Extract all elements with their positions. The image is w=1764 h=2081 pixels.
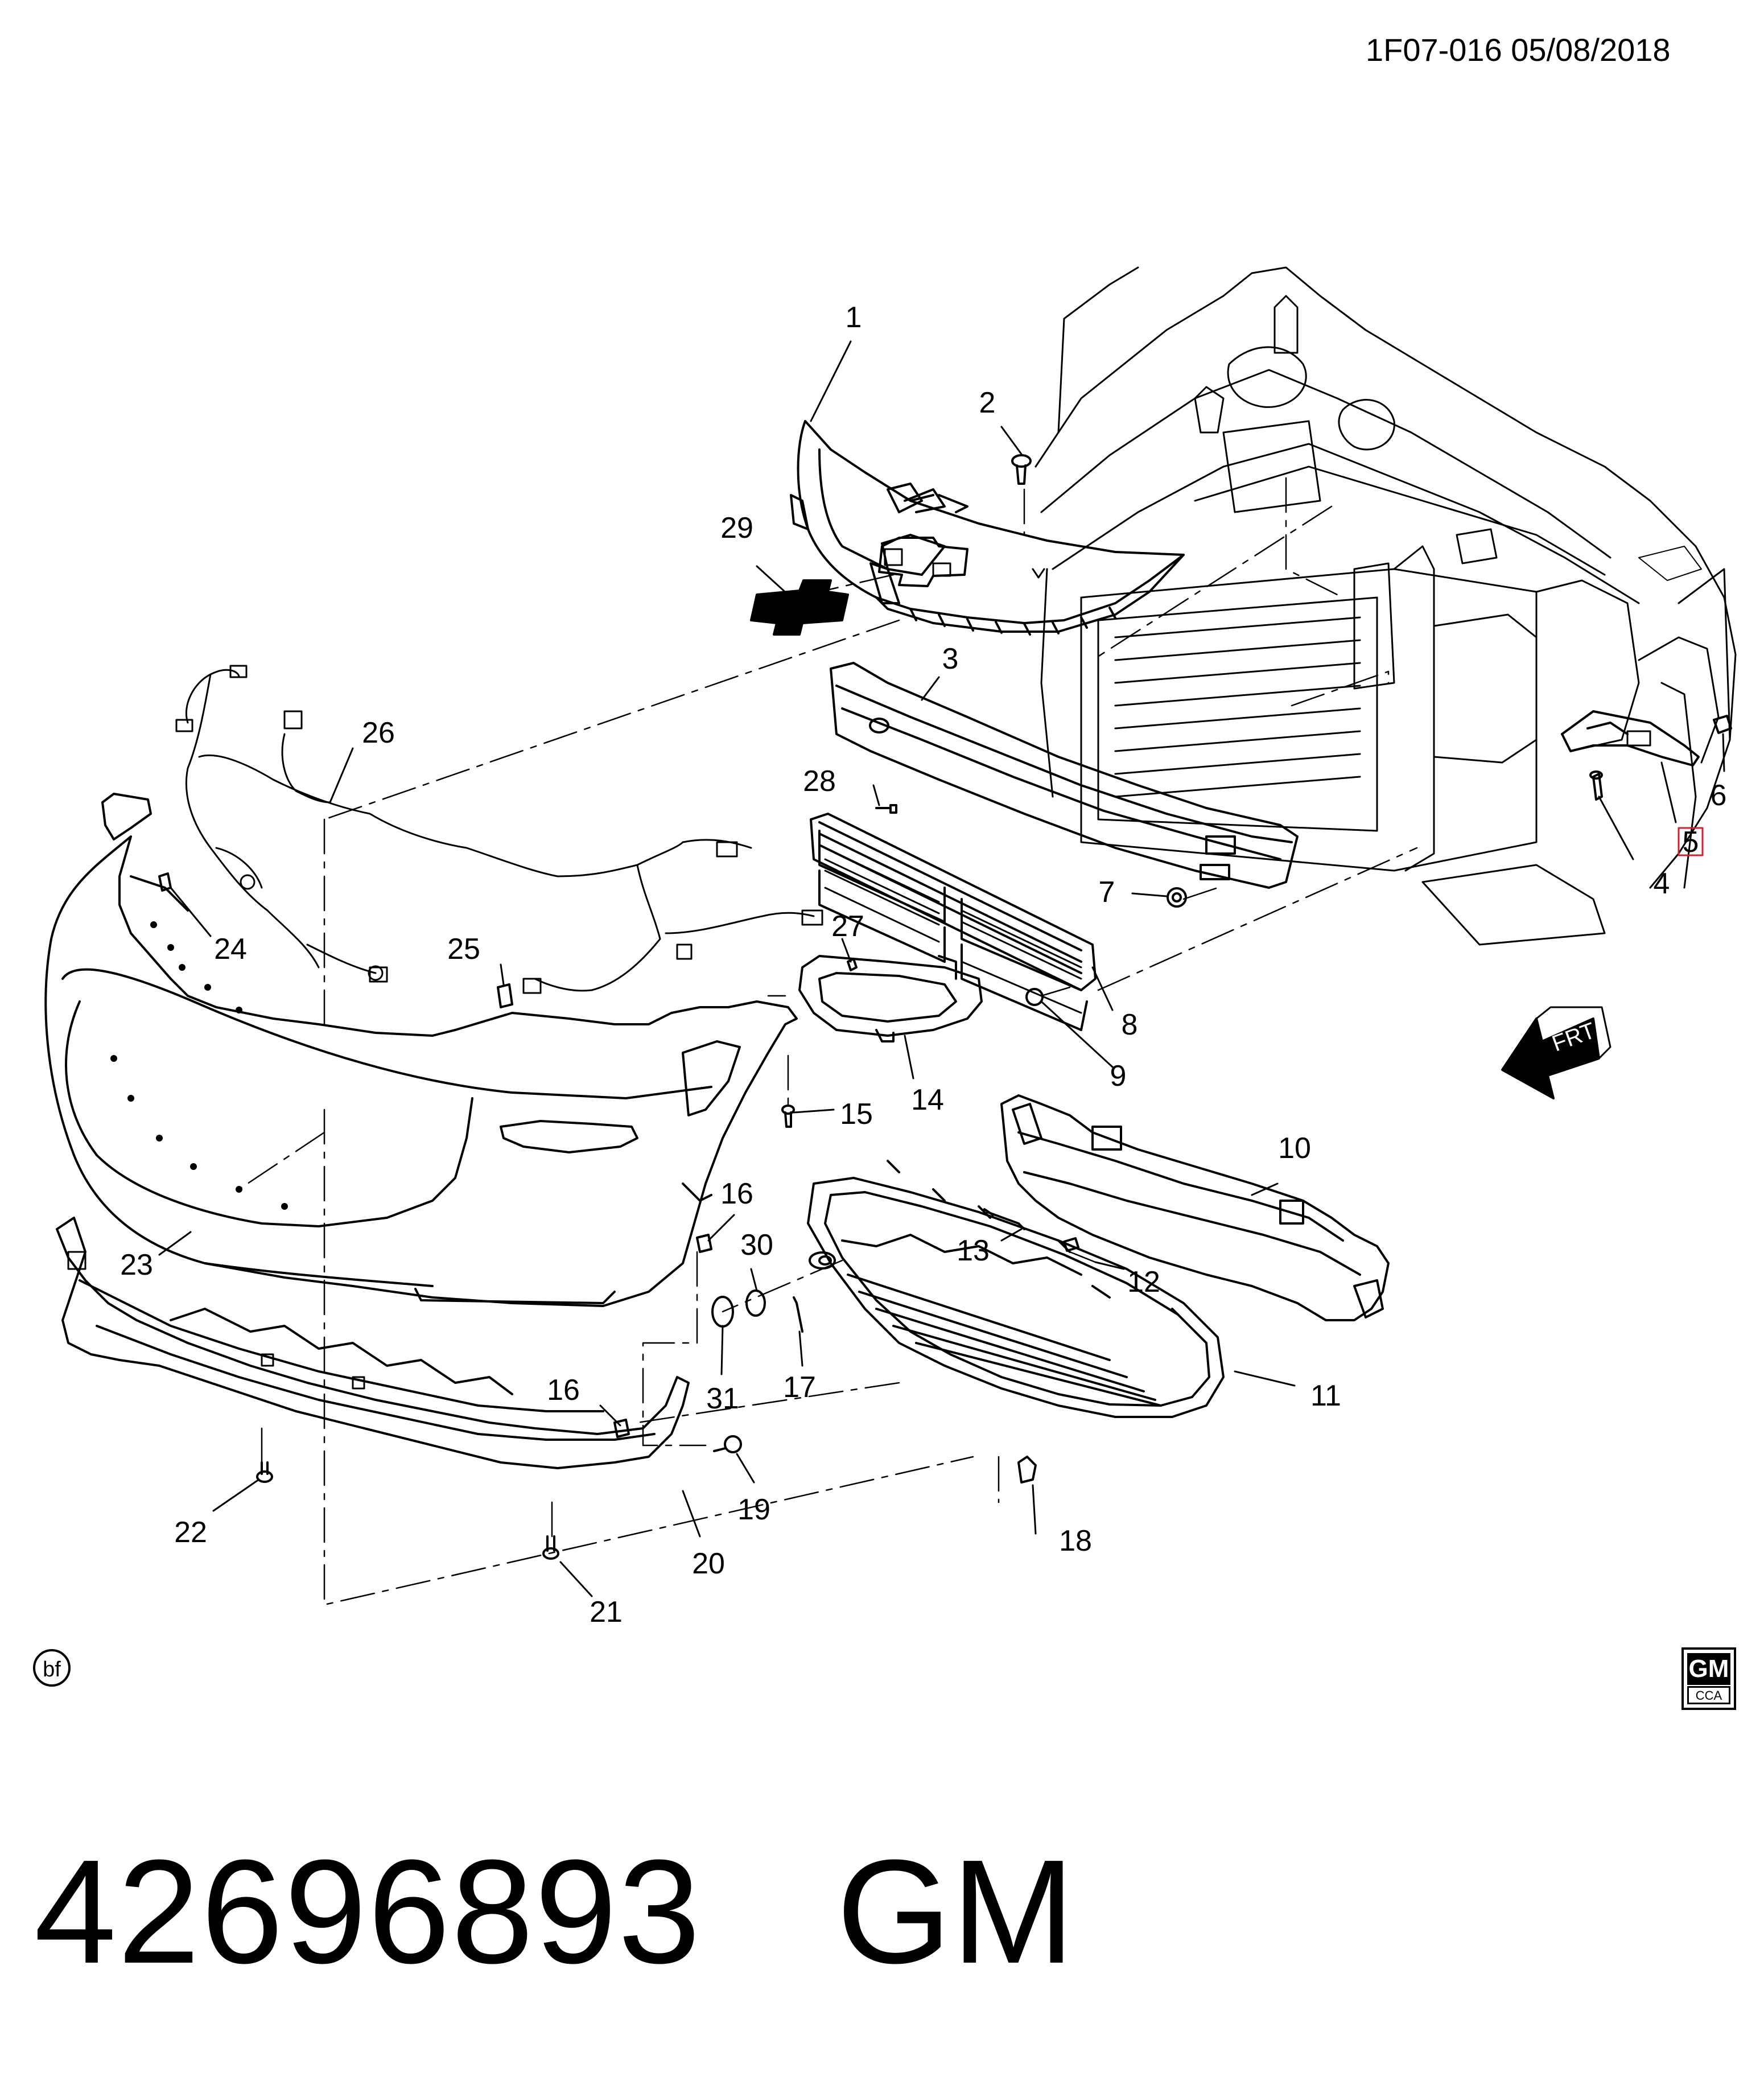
- callout-9: 9: [1110, 1060, 1127, 1093]
- part-number: 42696893: [34, 1829, 702, 1995]
- callout-1: 1: [846, 301, 862, 334]
- leader-lines: [158, 340, 1725, 1597]
- callout-23: 23: [120, 1248, 153, 1281]
- callout-2: 2: [979, 386, 996, 419]
- callout-5-highlight-box: [1678, 827, 1704, 856]
- part-28-bolt: [875, 804, 897, 814]
- vehicle-body-structure: [1035, 266, 1737, 946]
- callout-22: 22: [174, 1516, 207, 1549]
- callout-8: 8: [1122, 1008, 1138, 1041]
- callout-29: 29: [720, 512, 753, 545]
- part-18-clip: [1017, 1456, 1037, 1484]
- callout-30: 30: [740, 1229, 773, 1262]
- callout-24: 24: [214, 933, 247, 966]
- callout-19: 19: [737, 1493, 770, 1526]
- cca-logo-text: CCA: [1687, 1686, 1730, 1704]
- part-5-bracket: [1561, 710, 1700, 767]
- brand-name: GM: [836, 1829, 1075, 1995]
- callout-12: 12: [1127, 1266, 1160, 1299]
- callout-7: 7: [1099, 876, 1115, 909]
- callout-31: 31: [706, 1382, 739, 1415]
- alignment-lines: [238, 477, 1418, 1606]
- part-21-bolt: [542, 1535, 559, 1560]
- callout-25: 25: [447, 933, 480, 966]
- gm-logo-text: GM: [1687, 1653, 1730, 1685]
- callout-13: 13: [957, 1234, 990, 1267]
- callout-21: 21: [590, 1596, 623, 1629]
- part-3-impact-bar: [830, 662, 1299, 889]
- callout-26: 26: [362, 716, 395, 749]
- part-26-wiring-harness: [175, 665, 823, 994]
- part-6-nut: [1713, 715, 1732, 734]
- part-10-energy-absorber: [1000, 1094, 1390, 1321]
- callout-16-upper: 16: [720, 1177, 753, 1210]
- part-15-bolt: [781, 1105, 795, 1128]
- part-19-screw: [713, 1435, 742, 1453]
- part-16-clip-lower: [613, 1419, 630, 1438]
- part-9-bolt: [1025, 988, 1044, 1006]
- callout-4: 4: [1654, 867, 1670, 900]
- callout-10: 10: [1278, 1132, 1311, 1165]
- callout-3: 3: [942, 642, 959, 675]
- part-17-screw: [793, 1296, 803, 1333]
- part-8-shutter-assembly: [810, 813, 1097, 1031]
- part-2-bolt: [1011, 454, 1032, 485]
- part-12-bolt: [1063, 1237, 1079, 1252]
- part-30-washer: [745, 1289, 766, 1317]
- part-27-bolt: [847, 958, 858, 971]
- part-20-lower-deflector: [56, 1217, 690, 1469]
- callout-16-lower: 16: [547, 1374, 580, 1407]
- part-25-clip: [497, 983, 513, 1008]
- part-13-bolt: [983, 1208, 1025, 1230]
- callout-17: 17: [783, 1371, 816, 1404]
- callout-20: 20: [692, 1547, 725, 1580]
- callout-11: 11: [1310, 1379, 1341, 1412]
- part-16-clip-upper: [696, 1234, 712, 1253]
- callout-5: 5: [1683, 826, 1699, 859]
- callout-18: 18: [1059, 1524, 1092, 1557]
- bf-badge: bf: [33, 1649, 71, 1687]
- callout-6: 6: [1711, 779, 1727, 812]
- part-29-bowtie-emblem: [750, 537, 968, 636]
- part-1-upper-grille: [790, 420, 1185, 636]
- part-4-bolt: [1589, 770, 1603, 801]
- part-23-bumper-fascia: [44, 793, 798, 1307]
- front-direction-arrow-icon: [1501, 1006, 1611, 1099]
- callout-14: 14: [911, 1083, 944, 1116]
- callout-15: 15: [840, 1098, 873, 1131]
- part-11-lower-grille: [807, 1160, 1225, 1418]
- callout-28: 28: [803, 765, 836, 798]
- reference-code: 1F07-016 05/08/2018: [1366, 32, 1671, 68]
- callout-labels: 1 2 3 4 5 6 7 8 9 10 11 12 13 14 15 16 1…: [120, 301, 1726, 1629]
- gm-cca-logo: GM CCA: [1681, 1647, 1736, 1710]
- part-7-nut: [1167, 887, 1187, 908]
- part-14-fog-lamp-bezel: [798, 955, 983, 1042]
- part-22-bolt: [256, 1461, 273, 1483]
- callout-27: 27: [831, 910, 864, 943]
